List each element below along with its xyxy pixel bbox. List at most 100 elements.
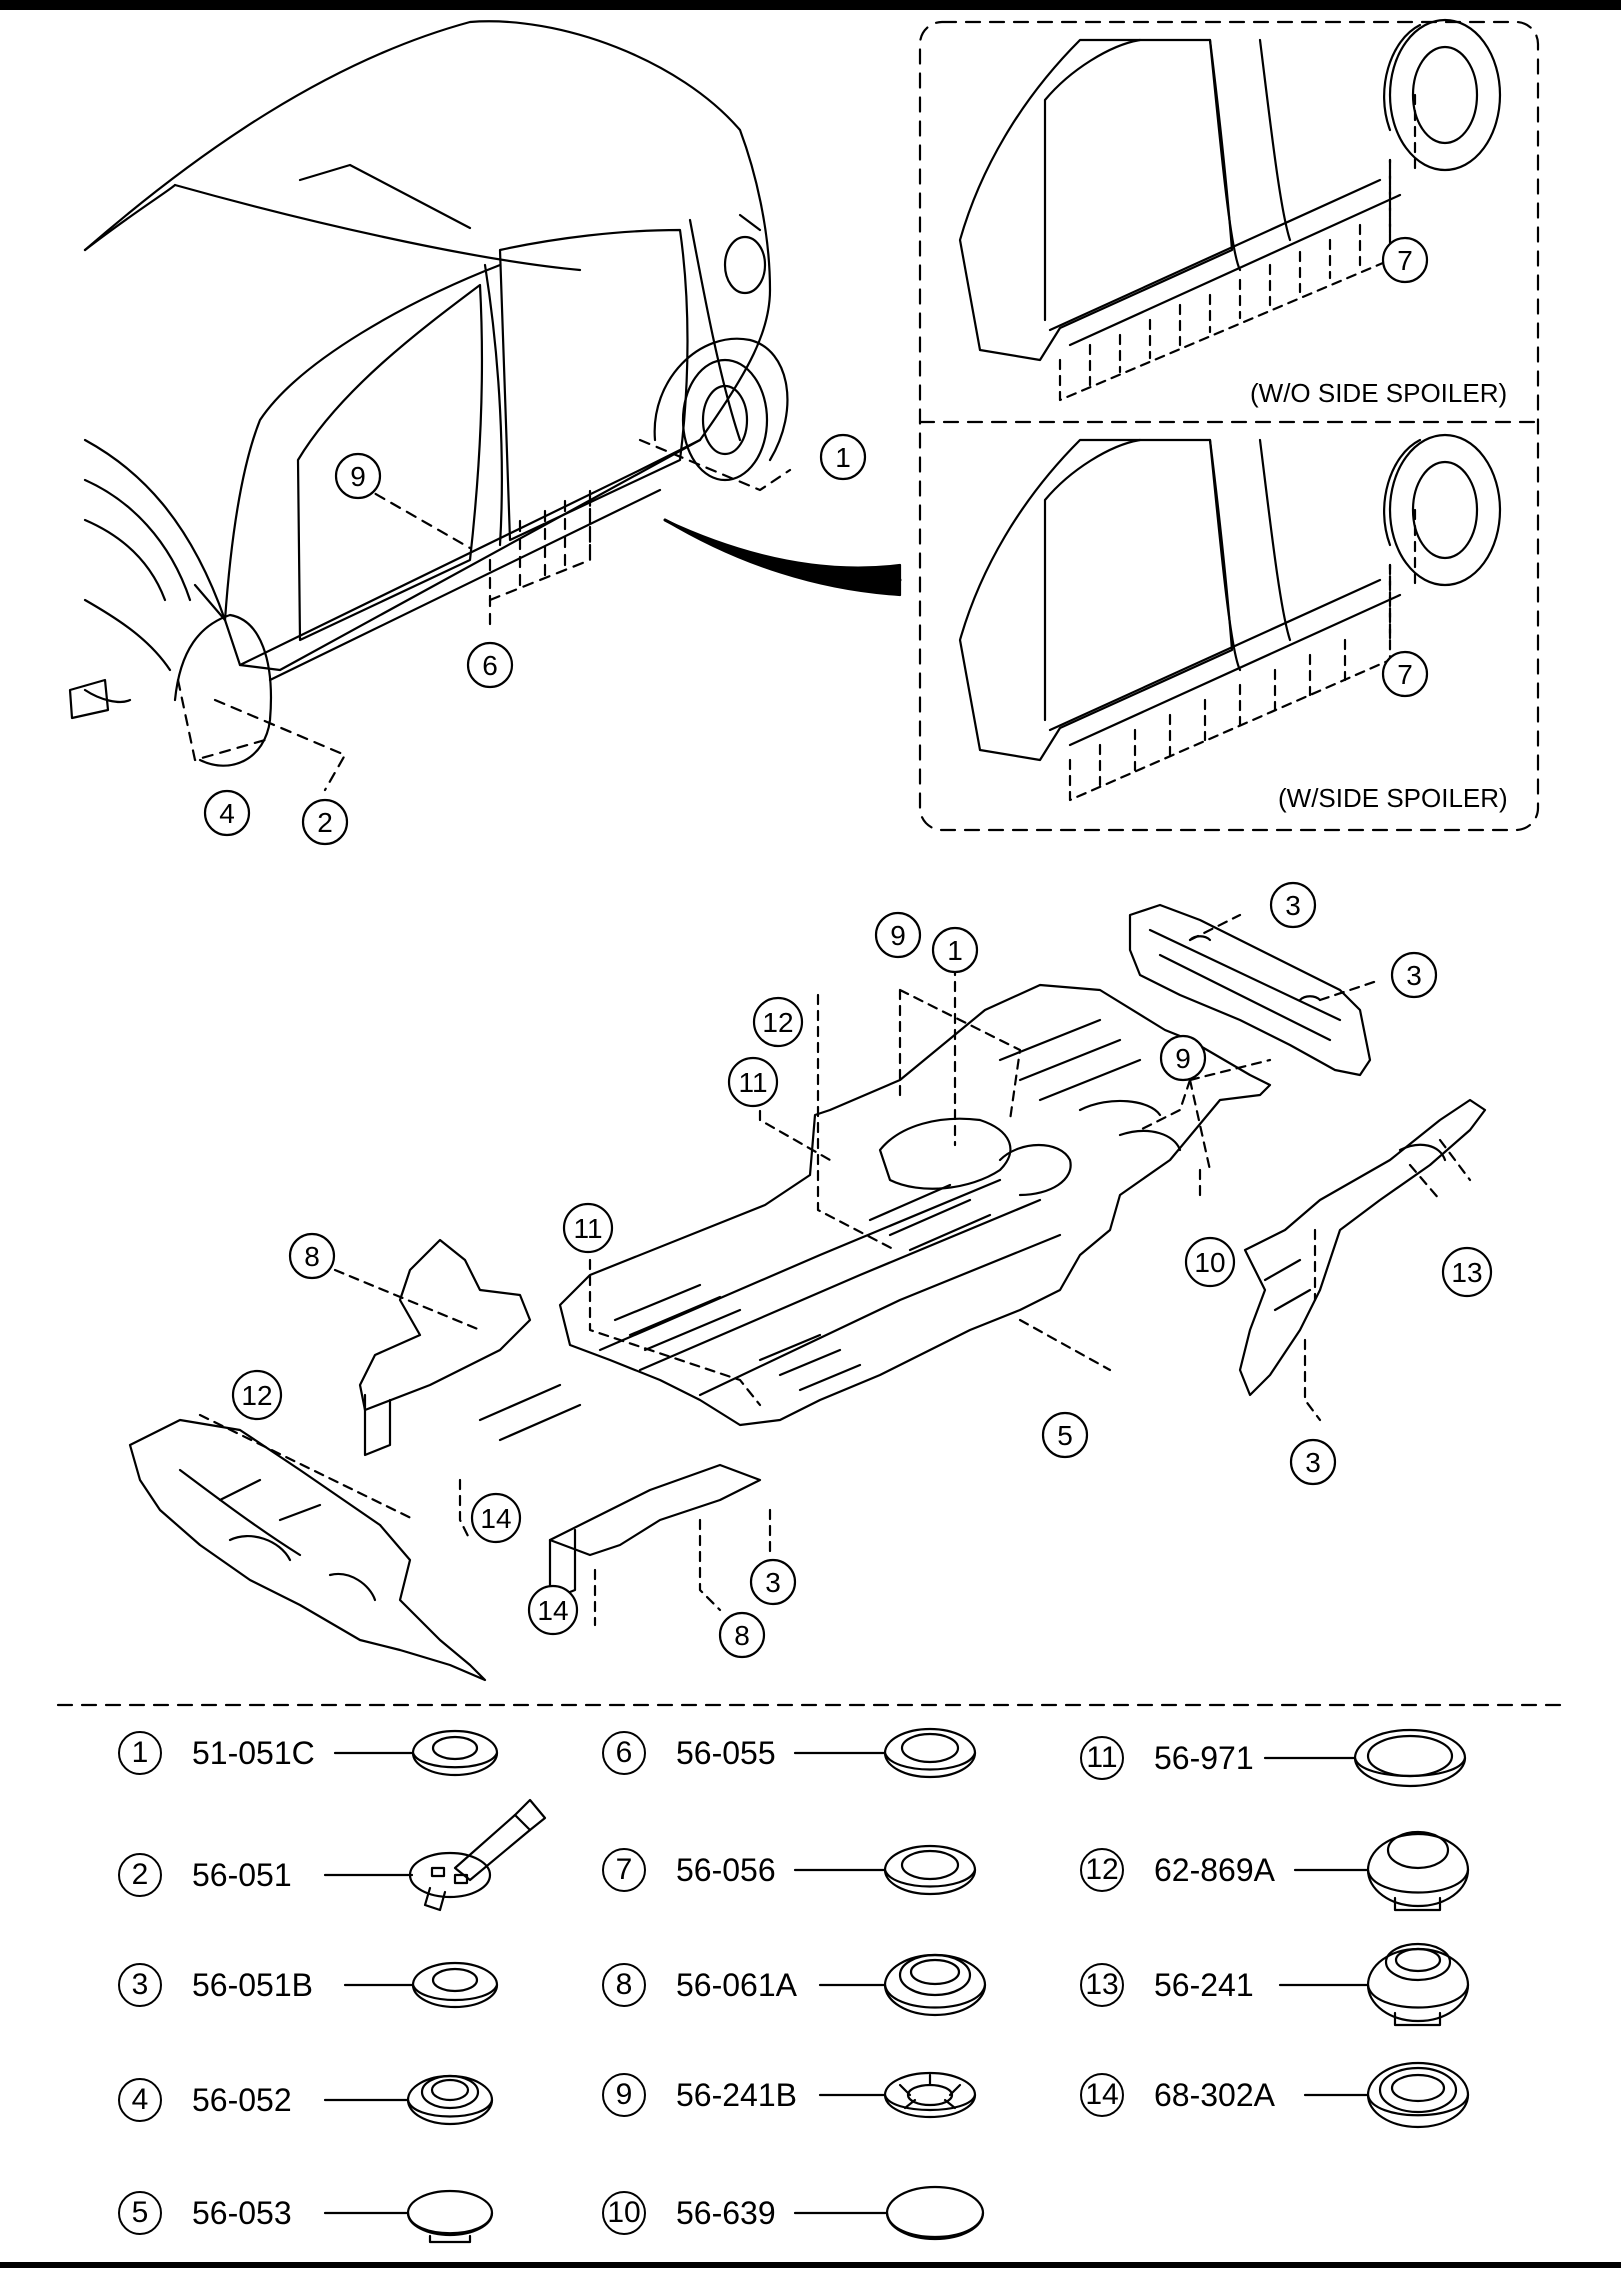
callout-2: 2	[301, 798, 349, 846]
legend-row-10: 10 56-639	[602, 2191, 776, 2235]
legend-row-9: 9 56-241B	[602, 2073, 797, 2117]
inset-caption-with-spoiler: (W/SIDE SPOILER)	[1278, 783, 1508, 813]
callout-11a: 11	[727, 1056, 779, 1108]
callout-7: 7	[1381, 236, 1429, 284]
svg-text:11: 11	[738, 1067, 767, 1098]
legend-number: 1	[118, 1731, 162, 1775]
legend-row-12: 12 62-869A	[1080, 1848, 1275, 1892]
rear-wheel-arch	[653, 337, 789, 462]
inset-bottom-body	[958, 433, 1502, 762]
legend-row-5: 5 56-053	[118, 2191, 292, 2235]
svg-text:14: 14	[537, 1595, 568, 1626]
callout-3a: 3	[1269, 881, 1317, 929]
front-side-member	[358, 1238, 762, 1602]
legend-part-number: 56-051B	[192, 1966, 313, 2003]
svg-text:12: 12	[241, 1380, 272, 1411]
grommet-icon	[406, 2074, 494, 2126]
legend-number: 7	[602, 1848, 646, 1892]
svg-text:11: 11	[573, 1213, 602, 1244]
svg-text:13: 13	[1451, 1257, 1482, 1288]
callout-11b: 11	[562, 1202, 614, 1254]
diagram-callouts: 1 9 6 4 2 7 7 3 3 9 1 12 9 11 10 11 8 13…	[203, 236, 1493, 1659]
legend-number: 4	[118, 2078, 162, 2122]
legend-part-number: 56-053	[192, 2194, 292, 2231]
callout-5: 5	[1041, 1411, 1089, 1459]
legend-icons	[323, 1727, 1470, 2244]
plug-cap-icon	[411, 1961, 499, 2009]
legend-number: 11	[1080, 1736, 1124, 1780]
svg-text:4: 4	[219, 798, 235, 829]
callout-14a: 14	[470, 1492, 522, 1544]
legend-part-number: 68-302A	[1154, 2076, 1275, 2113]
front-door-window	[296, 283, 484, 642]
slotted-plug-icon	[883, 2071, 977, 2119]
flat-cap-icon	[885, 2185, 985, 2241]
legend-number: 14	[1080, 2073, 1124, 2117]
legend-number: 9	[602, 2073, 646, 2117]
svg-text:6: 6	[482, 650, 498, 681]
callout-12a: 12	[752, 996, 804, 1048]
callout-6: 6	[466, 641, 514, 689]
callout-3c: 3	[1289, 1438, 1337, 1486]
tool-plug-icon	[408, 1798, 547, 1912]
plug-cap-icon	[883, 1727, 977, 1779]
dash-insulator	[128, 1418, 487, 1682]
plug-cap-icon	[883, 1844, 977, 1896]
svg-text:3: 3	[765, 1567, 781, 1598]
svg-text:8: 8	[734, 1620, 750, 1651]
legend-number: 13	[1080, 1963, 1124, 2007]
svg-text:1: 1	[947, 935, 963, 966]
car-leaders	[176, 438, 792, 792]
callout-3b: 3	[1390, 951, 1438, 999]
legend-number: 5	[118, 2191, 162, 2235]
grommet-icon	[1366, 1942, 1470, 2027]
callout-1b: 1	[931, 926, 979, 974]
callout-14b: 14	[527, 1584, 579, 1636]
svg-text:7: 7	[1397, 245, 1413, 276]
callout-4: 4	[203, 789, 251, 837]
legend-part-number: 56-055	[676, 1734, 776, 1771]
legend-row-3: 3 56-051B	[118, 1963, 313, 2007]
callout-8a: 8	[288, 1232, 336, 1280]
svg-text:12: 12	[762, 1007, 793, 1038]
legend-row-8: 8 56-061A	[602, 1963, 797, 2007]
legend-row-7: 7 56-056	[602, 1848, 776, 1892]
legend-part-number: 56-056	[676, 1851, 776, 1888]
callout-12b: 12	[231, 1369, 283, 1421]
legend-number: 8	[602, 1963, 646, 2007]
callout-1: 1	[819, 433, 867, 481]
legend-number: 10	[602, 2191, 646, 2235]
callout-9b: 9	[874, 911, 922, 959]
svg-text:9: 9	[890, 920, 906, 951]
flat-cap-icon	[406, 2189, 494, 2244]
inset-frame	[918, 20, 1540, 832]
grommet-icon	[1366, 2061, 1470, 2129]
legend-part-number: 51-051C	[192, 1734, 315, 1771]
legend-number: 12	[1080, 1848, 1124, 1892]
legend-number: 2	[118, 1853, 162, 1897]
callout-3d: 3	[749, 1558, 797, 1606]
floor-pan	[558, 983, 1272, 1427]
legend-part-number: 56-241	[1154, 1966, 1254, 2003]
grommet-icon	[883, 1953, 987, 2017]
callout-10: 10	[1184, 1236, 1236, 1288]
legend-number: 6	[602, 1731, 646, 1775]
legend-number: 3	[118, 1963, 162, 2007]
callout-13: 13	[1441, 1246, 1493, 1298]
svg-text:1: 1	[835, 442, 851, 473]
legend-row-13: 13 56-241	[1080, 1963, 1254, 2007]
legend-part-number: 56-052	[192, 2081, 292, 2118]
bottom-rule	[0, 2262, 1621, 2268]
grommet-icon	[1353, 1728, 1467, 1788]
legend-part-number: 56-639	[676, 2194, 776, 2231]
legend-part-number: 56-241B	[676, 2076, 797, 2113]
grommet-icon	[1366, 1830, 1470, 1912]
callout-8b: 8	[718, 1611, 766, 1659]
legend-row-14: 14 68-302A	[1080, 2073, 1275, 2117]
top-rule	[0, 0, 1621, 10]
svg-text:8: 8	[304, 1241, 320, 1272]
callout-9: 9	[334, 452, 382, 500]
svg-text:5: 5	[1057, 1420, 1073, 1451]
svg-text:14: 14	[480, 1503, 511, 1534]
